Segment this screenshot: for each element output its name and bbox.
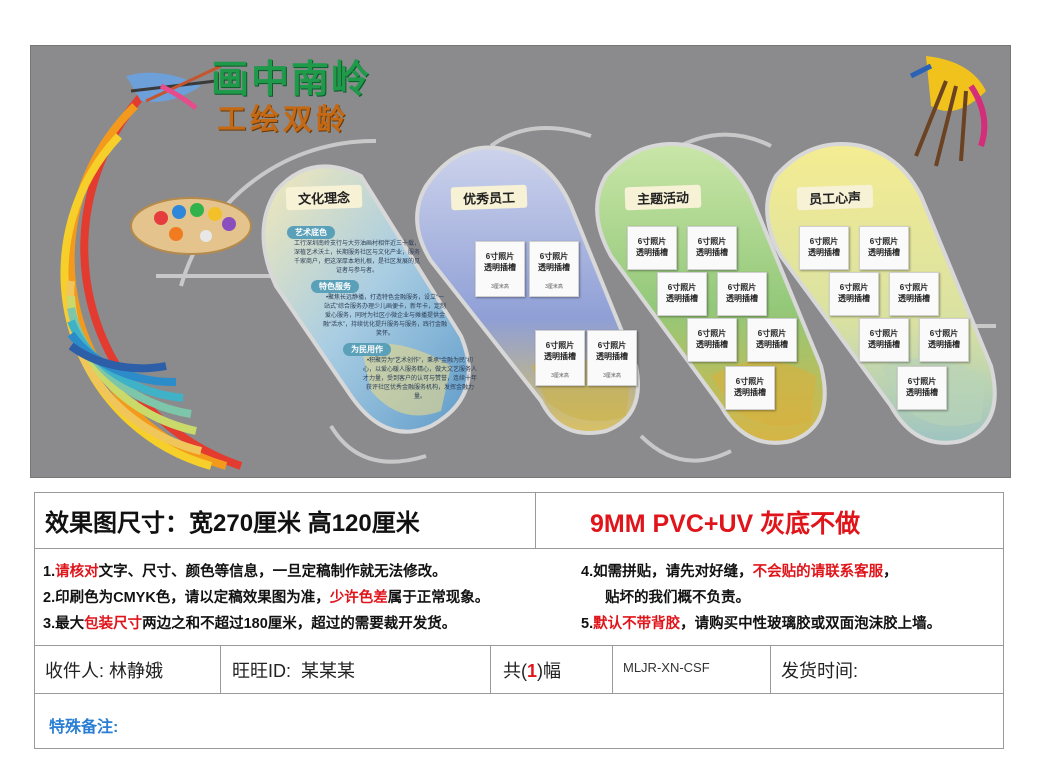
note-1: 1.请核对文字、尺寸、颜色等信息，一旦定稿制作就无法修改。 — [43, 564, 447, 580]
section-title-culture: 文化理念 — [285, 184, 363, 211]
brush-art-right — [909, 56, 988, 167]
count-value: 1 — [527, 661, 538, 681]
photo-slot-activity-3: 6寸照片透明插槽 — [657, 272, 707, 316]
note-2: 2.印刷色为CMYK色，请以定稿效果图为准，少许色差属于正常现象。 — [43, 590, 490, 606]
wangwang-value: 某某某 — [301, 661, 356, 681]
photo-slot-activity-2: 6寸照片透明插槽 — [687, 226, 737, 270]
board-title-sub: 工绘双龄 — [217, 102, 350, 136]
note-4: 4.如需拼贴，请先对好缝，不会贴的请联系客服， — [581, 564, 898, 580]
brush-art-left — [126, 64, 222, 110]
culture-para-3: •积聚劳为“艺术创作”，秉承“金融为民”初心，以爱心暖人服务精心，做大文艺服务人… — [362, 358, 477, 400]
note-3: 3.最大包装尺寸两边之和不超过180厘米，超过的需要裁开发货。 — [43, 616, 457, 632]
photo-slot-voice-3: 6寸照片透明插槽 — [829, 272, 879, 316]
order-info-table: 效果图尺寸：宽270厘米 高120厘米 9MM PVC+UV 灰底不做 1.请核… — [34, 492, 1004, 749]
culture-para-2: •聚焦长远静播，打造特色金融服务，设立“一站式”综合服务办理少儿画便卡，新年卡，… — [323, 295, 447, 337]
size-row: 效果图尺寸：宽270厘米 高120厘米 9MM PVC+UV 灰底不做 — [35, 493, 1003, 549]
ship-time-label: 发货时间: — [781, 661, 859, 681]
note-4-line2: 贴坏的我们概不负责。 — [605, 590, 750, 606]
shipping-row: 收件人: 林静娥 旺旺ID: 某某某 共(1)幅 MLJR-XN-CSF 发货时… — [35, 645, 1003, 694]
photo-slot-voice-7: 6寸照片透明插槽 — [897, 366, 947, 410]
palette-image — [130, 197, 252, 255]
wangwang-cell: 旺旺ID: 某某某 — [232, 661, 356, 681]
note-5: 5.默认不带背胶，请购买中性玻璃胶或双面泡沫胶上墙。 — [581, 616, 942, 632]
count-cell: 共(1)幅 — [503, 661, 562, 681]
design-preview-board: 画中南岭 工绘双龄 文化理念 优秀员工 主题活动 员工心声 艺术底色 工行深圳南… — [30, 45, 1011, 478]
photo-slot-activity-7: 6寸照片透明插槽 — [725, 366, 775, 410]
photo-slot-voice-1: 6寸照片透明插槽 — [799, 226, 849, 270]
board-title-main: 画中南岭 — [211, 56, 372, 101]
photo-slot-activity-1: 6寸照片透明插槽 — [627, 226, 677, 270]
product-code: MLJR-XN-CSF — [623, 660, 710, 675]
recipient-cell: 收件人: 林静娥 — [45, 661, 164, 681]
photo-slot-voice-6: 6寸照片透明插槽 — [919, 318, 969, 362]
material-text: 9MM PVC+UV 灰底不做 — [590, 510, 861, 538]
divider — [535, 493, 536, 548]
recipient-value: 林静娥 — [109, 661, 164, 681]
photo-slot-activity-4: 6寸照片透明插槽 — [717, 272, 767, 316]
size-text: 效果图尺寸：宽270厘米 高120厘米 — [45, 510, 420, 537]
photo-slot-voice-5: 6寸照片透明插槽 — [859, 318, 909, 362]
section-title-activity: 主题活动 — [624, 184, 702, 211]
culture-para-1: 工行深圳南岭支行与大芬油画村相伴近三十载，深植艺术沃土，长期服务社区与文化产业，… — [293, 241, 420, 274]
section-title-voice: 员工心声 — [796, 184, 874, 211]
culture-tag-3: 为民用作 — [343, 343, 391, 356]
section-title-staff: 优秀员工 — [450, 184, 528, 211]
special-remark-label: 特殊备注: — [49, 719, 119, 736]
culture-tag-2: 特色服务 — [311, 280, 359, 293]
culture-tag-1: 艺术底色 — [287, 226, 335, 239]
rainbow-arcs — [60, 83, 243, 470]
photo-slot-activity-6: 6寸照片透明插槽 — [747, 318, 797, 362]
photo-slot-voice-4: 6寸照片透明插槽 — [889, 272, 939, 316]
photo-slot-activity-5: 6寸照片透明插槽 — [687, 318, 737, 362]
notes-block: 1.请核对文字、尺寸、颜色等信息，一旦定稿制作就无法修改。 2.印刷色为CMYK… — [35, 548, 1003, 646]
photo-slot-voice-2: 6寸照片透明插槽 — [859, 226, 909, 270]
